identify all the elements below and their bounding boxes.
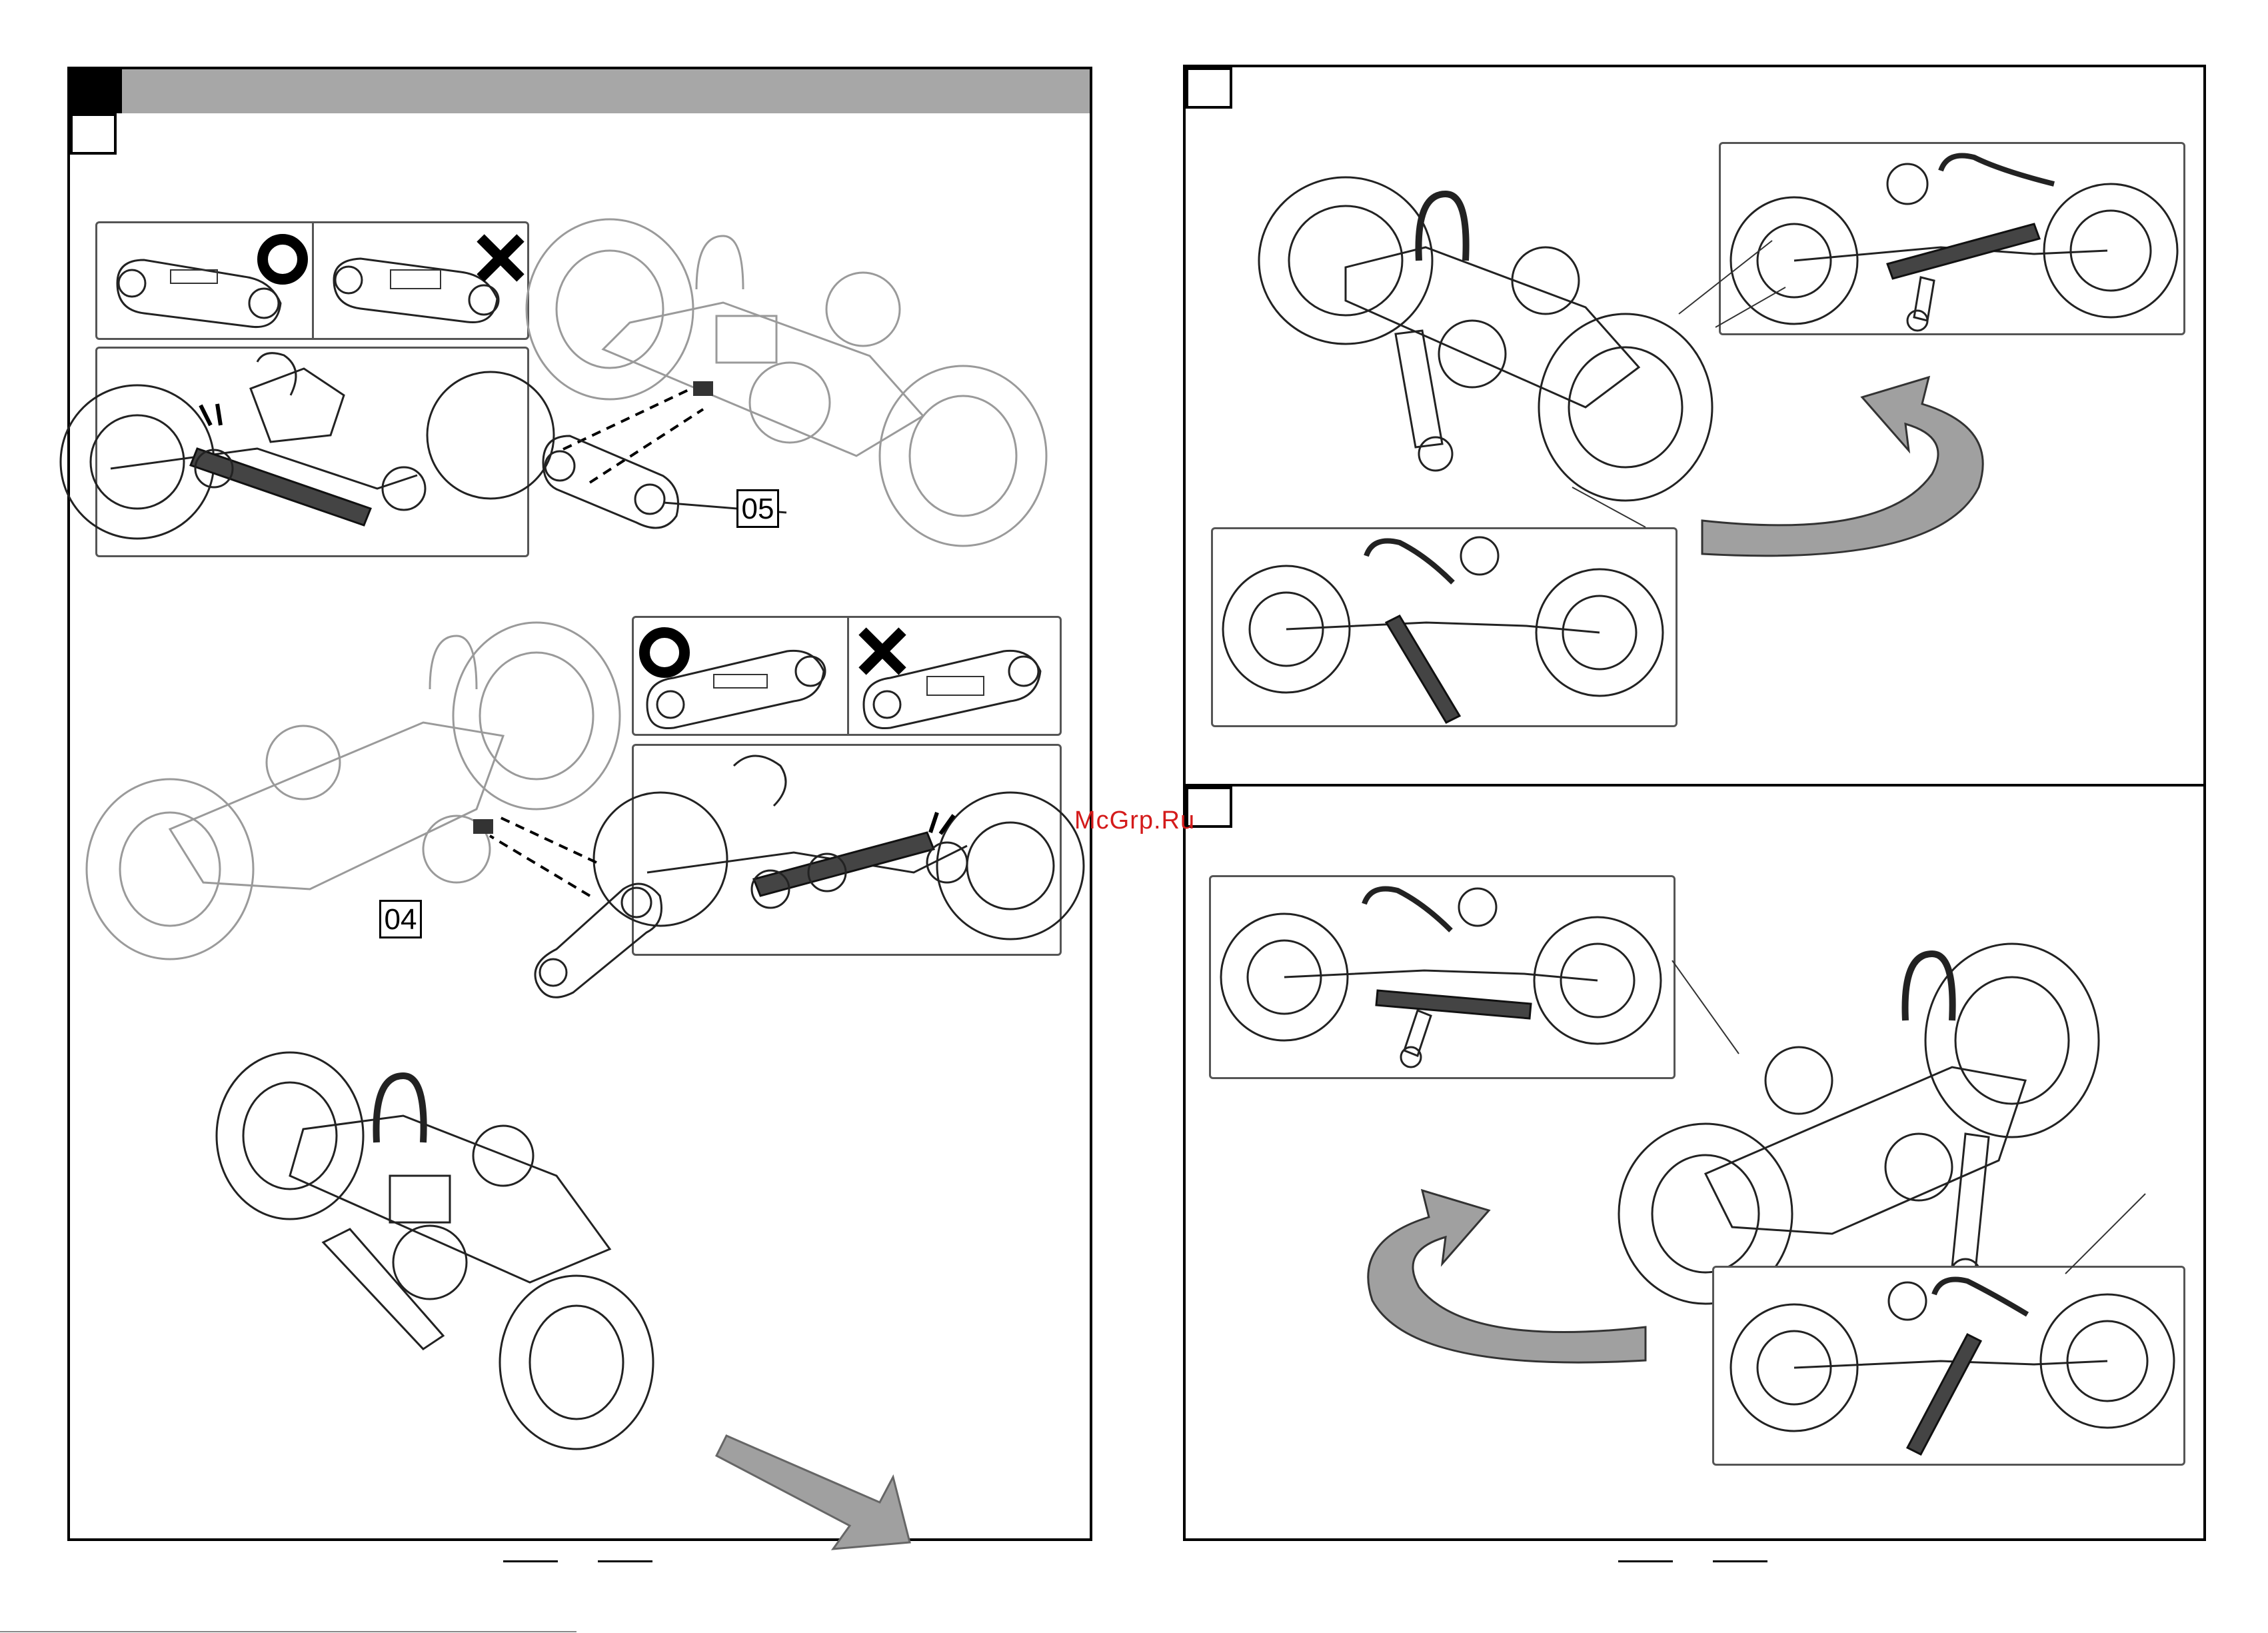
footer-line-1 [503, 1560, 558, 1562]
motorcycle-assembly-top [517, 209, 1050, 556]
orientation-inset-bottom [632, 616, 1062, 736]
orientation-inset-top [95, 221, 529, 340]
side-view-drawing-3 [1211, 877, 1678, 1081]
lever-comparison-drawing-2 [634, 618, 1064, 738]
correct-o-icon-2 [638, 626, 691, 679]
motorcycle-view-lower [1612, 934, 2119, 1307]
rotate-arrow-icon [1699, 374, 2032, 561]
footer-line-2 [598, 1560, 652, 1562]
callout-pointer-upper [1652, 234, 1785, 327]
step-number-box-2 [1186, 67, 1232, 109]
section-header-bar [122, 69, 1090, 113]
side-view-inset-upper-left [1211, 527, 1678, 727]
motorcycle-view-upper [1252, 174, 1745, 521]
footer-rule [0, 1631, 576, 1632]
rotate-arrow-icon-2 [1339, 1187, 1659, 1360]
lever-detail-drawing [97, 349, 531, 559]
section-header-block [70, 69, 122, 113]
footer-line-3 [1618, 1560, 1673, 1562]
lever-detail-drawing-2 [634, 746, 1064, 958]
part-label-05: 05 [736, 489, 779, 528]
detail-inset-top [95, 347, 529, 557]
wrong-x-icon-2 [856, 625, 909, 678]
footer-line-4 [1713, 1560, 1767, 1562]
callout-pointer-upper-2 [1566, 481, 1659, 547]
side-view-inset-upper-right [1719, 142, 2185, 335]
side-view-drawing-1 [1721, 144, 2187, 337]
right-page [1183, 65, 2206, 1541]
side-view-drawing-2 [1213, 529, 1680, 729]
step-number-box [70, 113, 117, 155]
motion-arrow-icon [703, 1429, 943, 1562]
part-label-04: 04 [379, 900, 422, 938]
left-page: 05 [67, 67, 1092, 1541]
side-view-inset-lower-right [1712, 1266, 2185, 1466]
motorcycle-complete-forward [203, 1042, 750, 1496]
correct-o-icon [256, 233, 309, 286]
side-view-drawing-4 [1714, 1268, 2187, 1468]
page-divider [1186, 784, 2203, 787]
callout-pointer-lower-2 [2052, 1187, 2159, 1280]
side-view-inset-lower-left [1209, 875, 1676, 1079]
motorcycle-assembly-bottom [83, 603, 630, 976]
detail-inset-bottom [632, 744, 1062, 956]
lever-comparison-drawing [97, 223, 531, 342]
watermark: McGrp.Ru [1074, 807, 1195, 835]
